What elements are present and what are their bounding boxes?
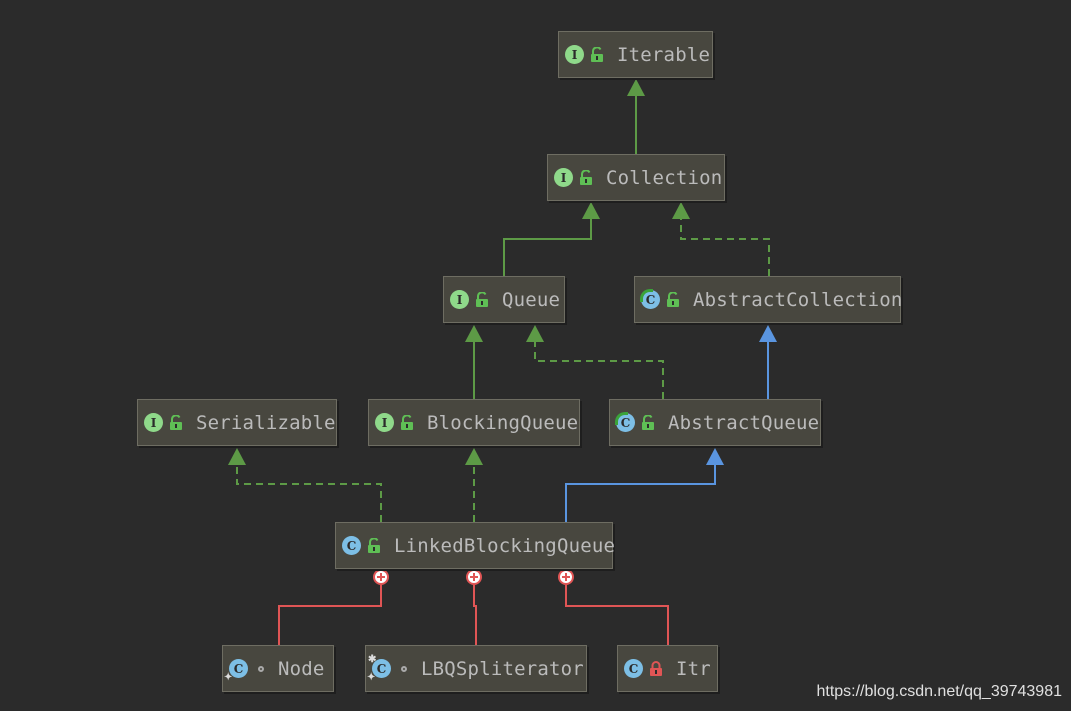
node-label: AbstractQueue <box>668 411 820 434</box>
package-dot-icon <box>258 665 264 672</box>
abstract-class-icon: C <box>615 412 635 432</box>
static-marker-icon: ✱ <box>368 654 377 665</box>
unlocked-icon <box>401 414 413 430</box>
node-iterable[interactable]: I Iterable <box>558 31 713 78</box>
arrow-lbq-to-abstractqueue <box>706 448 724 465</box>
node-label: Queue <box>502 288 561 311</box>
edge-lbq-serializable <box>236 464 382 522</box>
node-label: BlockingQueue <box>427 411 579 434</box>
final-marker-icon: ✦ <box>367 672 376 683</box>
arrow-to-iterable <box>627 79 645 96</box>
edge-lbqspliterator-lbq <box>473 585 477 645</box>
circle-plus-icon <box>466 569 482 585</box>
edge-abstractcollection-collection <box>680 218 770 276</box>
node-abstract-collection[interactable]: C AbstractCollection <box>634 276 903 323</box>
interface-icon: I <box>554 168 573 187</box>
interface-icon: I <box>450 290 469 309</box>
arrow-abstractcollection-to-collection <box>672 202 690 219</box>
edge-node-lbq <box>278 585 382 645</box>
abstract-class-icon: C <box>640 289 660 309</box>
node-serializable[interactable]: I Serializable <box>137 399 337 446</box>
class-icon: C✱✦ <box>367 654 391 683</box>
arrow-lbq-to-blockingqueue <box>465 448 483 465</box>
node-lbq-spliterator[interactable]: C✱✦ LBQSpliterator <box>365 645 587 692</box>
unlocked-icon <box>476 291 488 307</box>
arrow-abstractqueue-to-abstractcollection <box>759 325 777 342</box>
class-icon: C✦ <box>224 659 248 683</box>
node-node[interactable]: C✦ Node <box>222 645 334 692</box>
node-abstract-queue[interactable]: C AbstractQueue <box>609 399 821 446</box>
class-icon: C <box>342 536 361 555</box>
arrow-queue-to-collection <box>582 202 600 219</box>
node-itr[interactable]: C Itr <box>617 645 718 692</box>
node-label: Itr <box>676 657 711 680</box>
arrow-lbq-to-serializable <box>228 448 246 465</box>
interface-icon: I <box>144 413 163 432</box>
interface-icon: I <box>375 413 394 432</box>
watermark: https://blog.csdn.net/qq_39743981 <box>816 683 1062 700</box>
node-label: Serializable <box>196 411 336 434</box>
node-collection[interactable]: I Collection <box>547 154 725 201</box>
edge-itr-lbq <box>565 585 669 645</box>
unlocked-icon <box>642 414 654 430</box>
node-label: LinkedBlockingQueue <box>394 534 616 557</box>
class-icon: C <box>624 659 643 678</box>
unlocked-icon <box>368 537 380 553</box>
arrow-blockingqueue-to-queue <box>465 325 483 342</box>
unlocked-icon <box>591 46 603 62</box>
arrow-abstractqueue-to-queue <box>526 325 544 342</box>
circle-plus-icon <box>373 569 389 585</box>
circle-plus-icon <box>558 569 574 585</box>
node-label: LBQSpliterator <box>421 657 584 680</box>
edge-lbq-abstractqueue <box>565 464 716 522</box>
node-linked-blocking-queue[interactable]: C LinkedBlockingQueue <box>335 522 616 569</box>
node-label: AbstractCollection <box>693 288 903 311</box>
node-label: Collection <box>606 166 723 189</box>
package-dot-icon <box>401 665 407 672</box>
interface-icon: I <box>565 45 584 64</box>
edge-abstractqueue-queue <box>534 341 664 399</box>
unlocked-icon <box>170 414 182 430</box>
unlocked-icon <box>580 169 592 185</box>
final-marker-icon: ✦ <box>224 672 233 683</box>
node-blocking-queue[interactable]: I BlockingQueue <box>368 399 580 446</box>
unlocked-icon <box>667 291 679 307</box>
node-queue[interactable]: I Queue <box>443 276 565 323</box>
node-label: Node <box>278 657 325 680</box>
edge-queue-collection <box>503 218 592 276</box>
lock-icon <box>650 660 662 676</box>
node-label: Iterable <box>617 43 711 66</box>
